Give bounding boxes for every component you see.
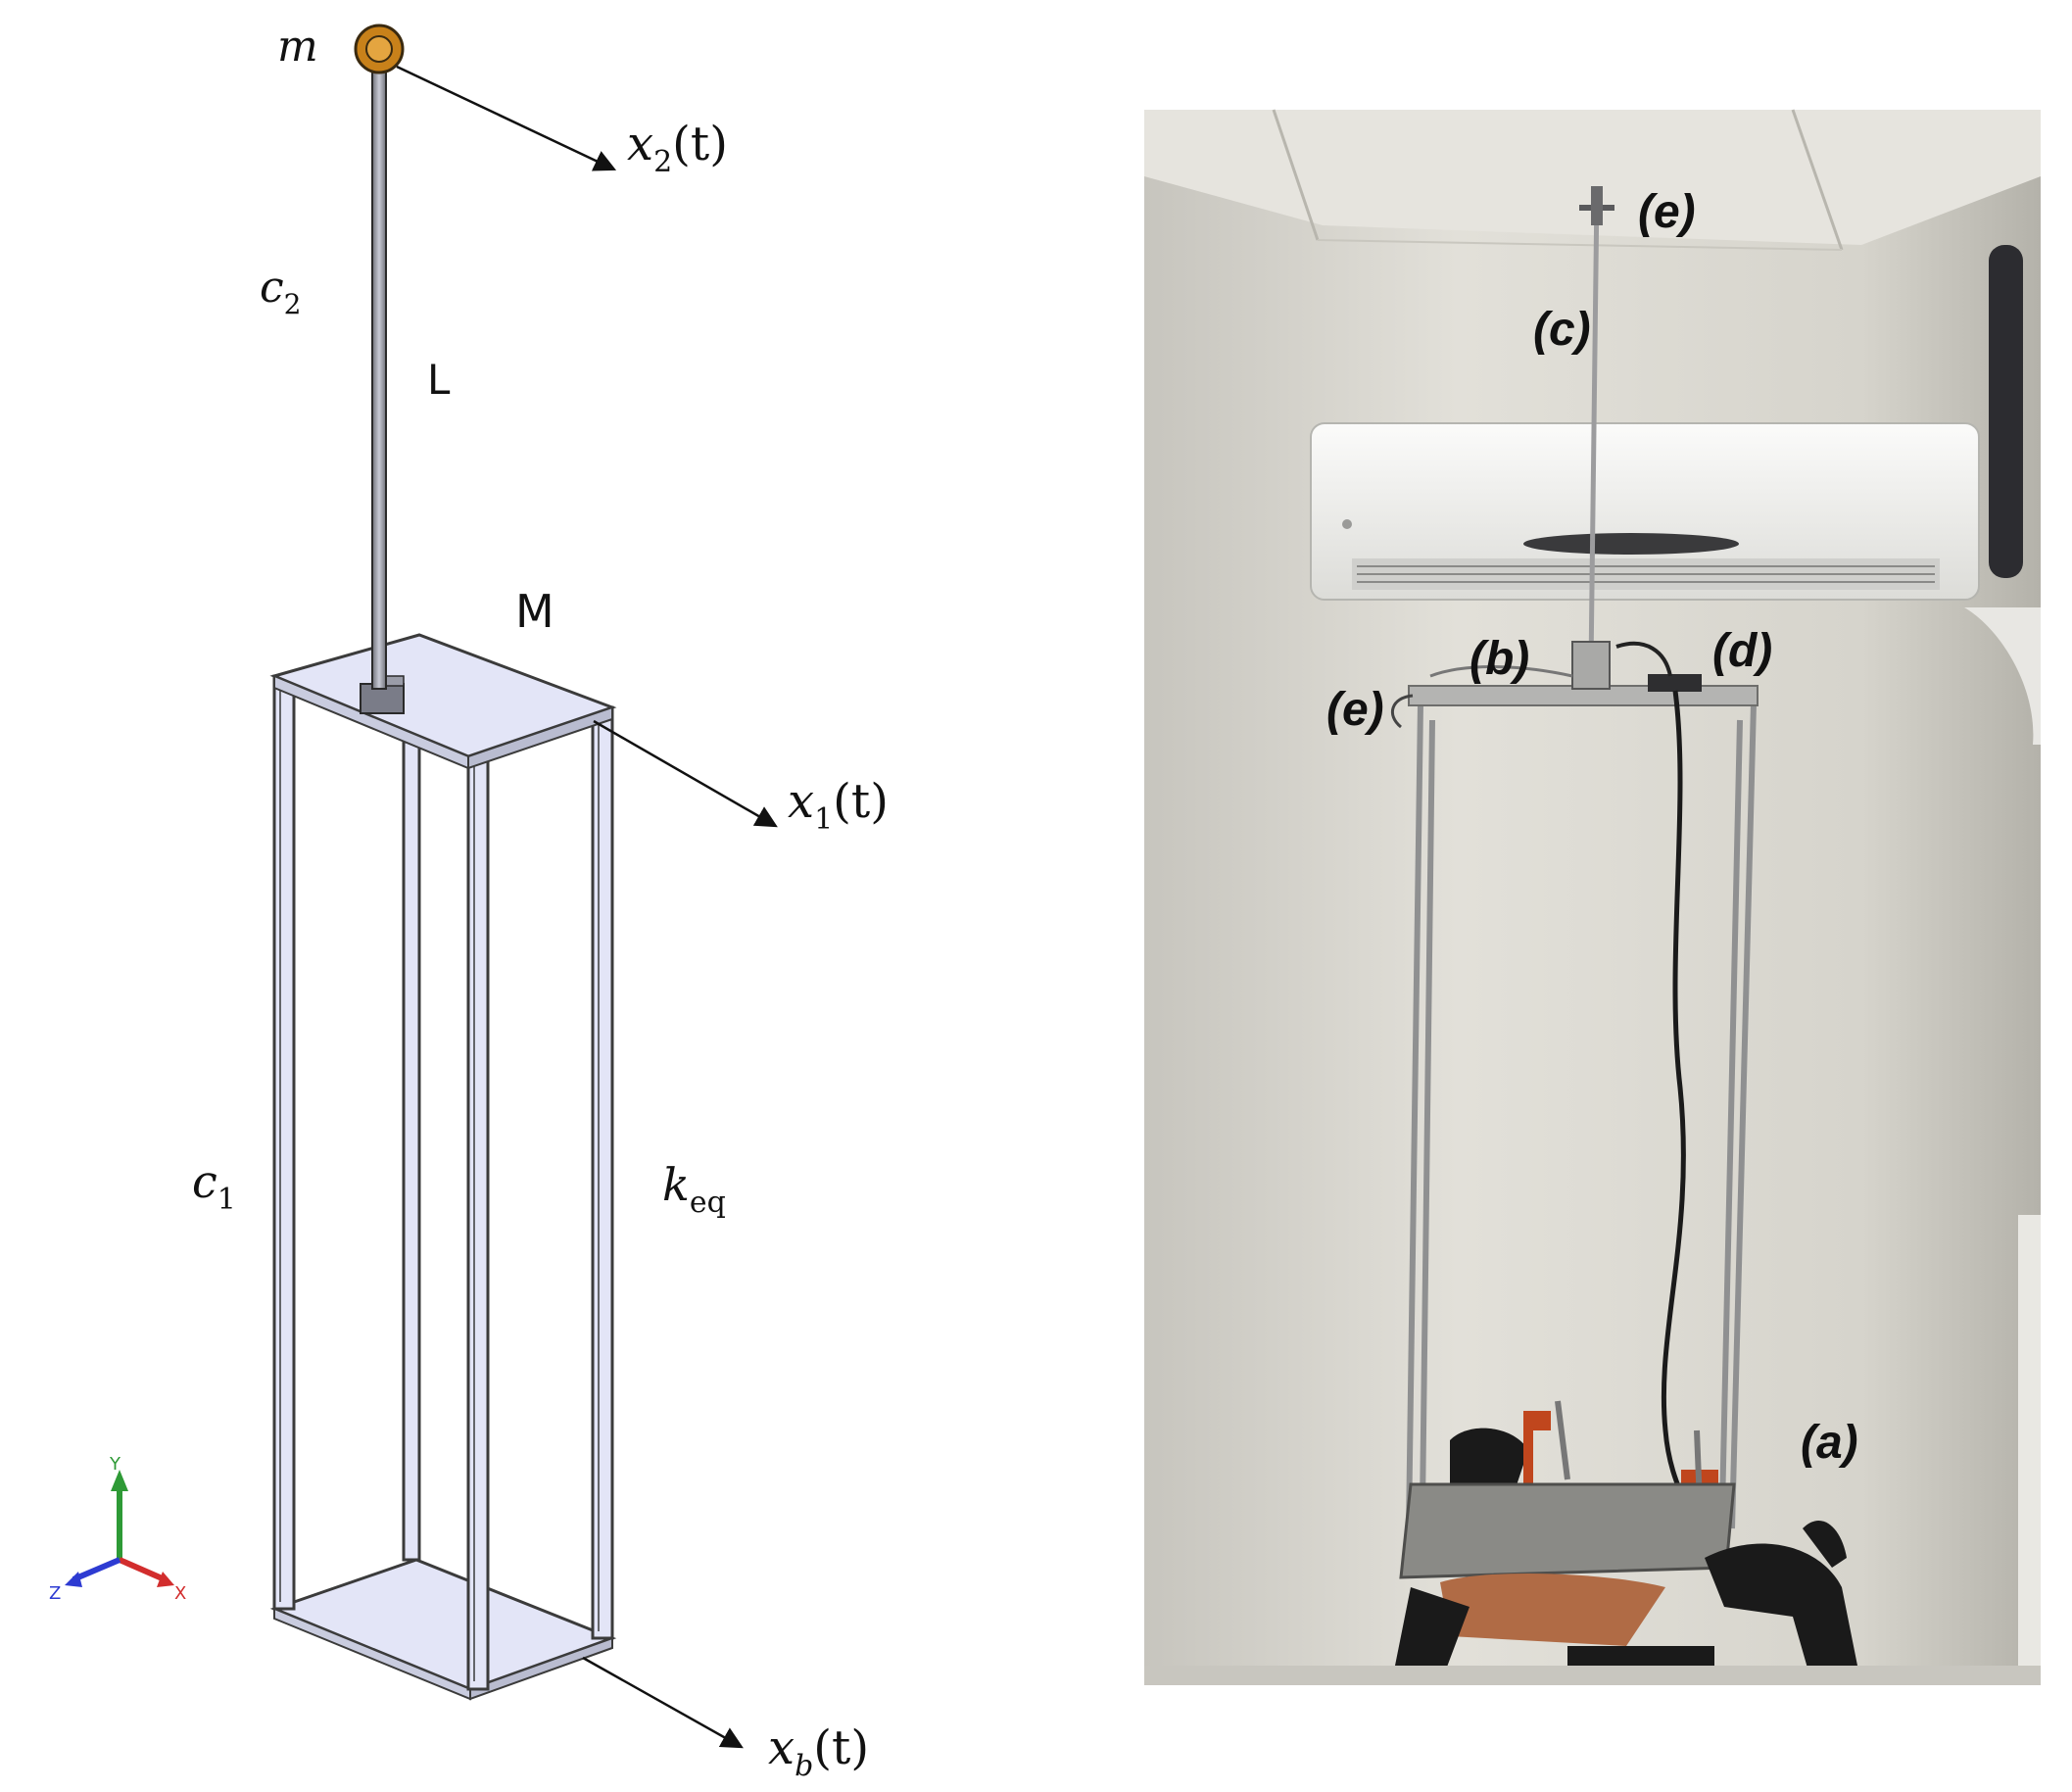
photo-label-c: (c) <box>1533 304 1591 356</box>
schematic-drawing: m x2(t) c2 L M x1(t) c1 keq xb(t) <box>49 22 889 1783</box>
pendulum-rod <box>371 56 387 690</box>
tip-mass <box>354 24 405 74</box>
label-c1: c1 <box>192 1155 236 1217</box>
frame-right-post <box>591 705 614 1640</box>
label-x1: x1(t) <box>788 774 889 837</box>
photo-label-a: (a) <box>1801 1417 1858 1469</box>
axis-x-label: X <box>174 1583 186 1604</box>
photo-label-e-left: (e) <box>1326 684 1384 736</box>
ac-unit <box>1310 422 1980 601</box>
label-length: L <box>427 356 451 404</box>
frame-left-post <box>272 674 296 1611</box>
label-xb: xb(t) <box>768 1720 869 1783</box>
x2-arrow <box>396 65 617 171</box>
label-frame-mass: M <box>515 585 554 638</box>
experimental-photo: (e) (c) (b) (d) (e) (a) <box>1144 109 2041 1685</box>
top-plate-mass <box>269 633 617 770</box>
base-plate <box>269 1558 617 1701</box>
frame-front-post <box>466 754 490 1691</box>
photo-label-e-top: (e) <box>1638 186 1696 238</box>
label-x2: x2(t) <box>627 117 728 179</box>
x1-arrow <box>593 719 778 828</box>
photo-label-d: (d) <box>1712 625 1772 677</box>
photo-base <box>1391 1400 1861 1685</box>
label-keq: keq <box>662 1158 726 1220</box>
axis-triad: Y X Z <box>49 1454 186 1604</box>
label-c2: c2 <box>260 263 301 320</box>
axis-y-label: Y <box>109 1454 121 1475</box>
photo-frame <box>1406 702 1757 1529</box>
label-tip-mass: m <box>277 22 318 72</box>
xb-arrow <box>582 1656 744 1749</box>
axis-z-label: Z <box>49 1583 61 1604</box>
frame-back-post <box>402 740 421 1562</box>
photo-label-b: (b) <box>1470 633 1529 685</box>
